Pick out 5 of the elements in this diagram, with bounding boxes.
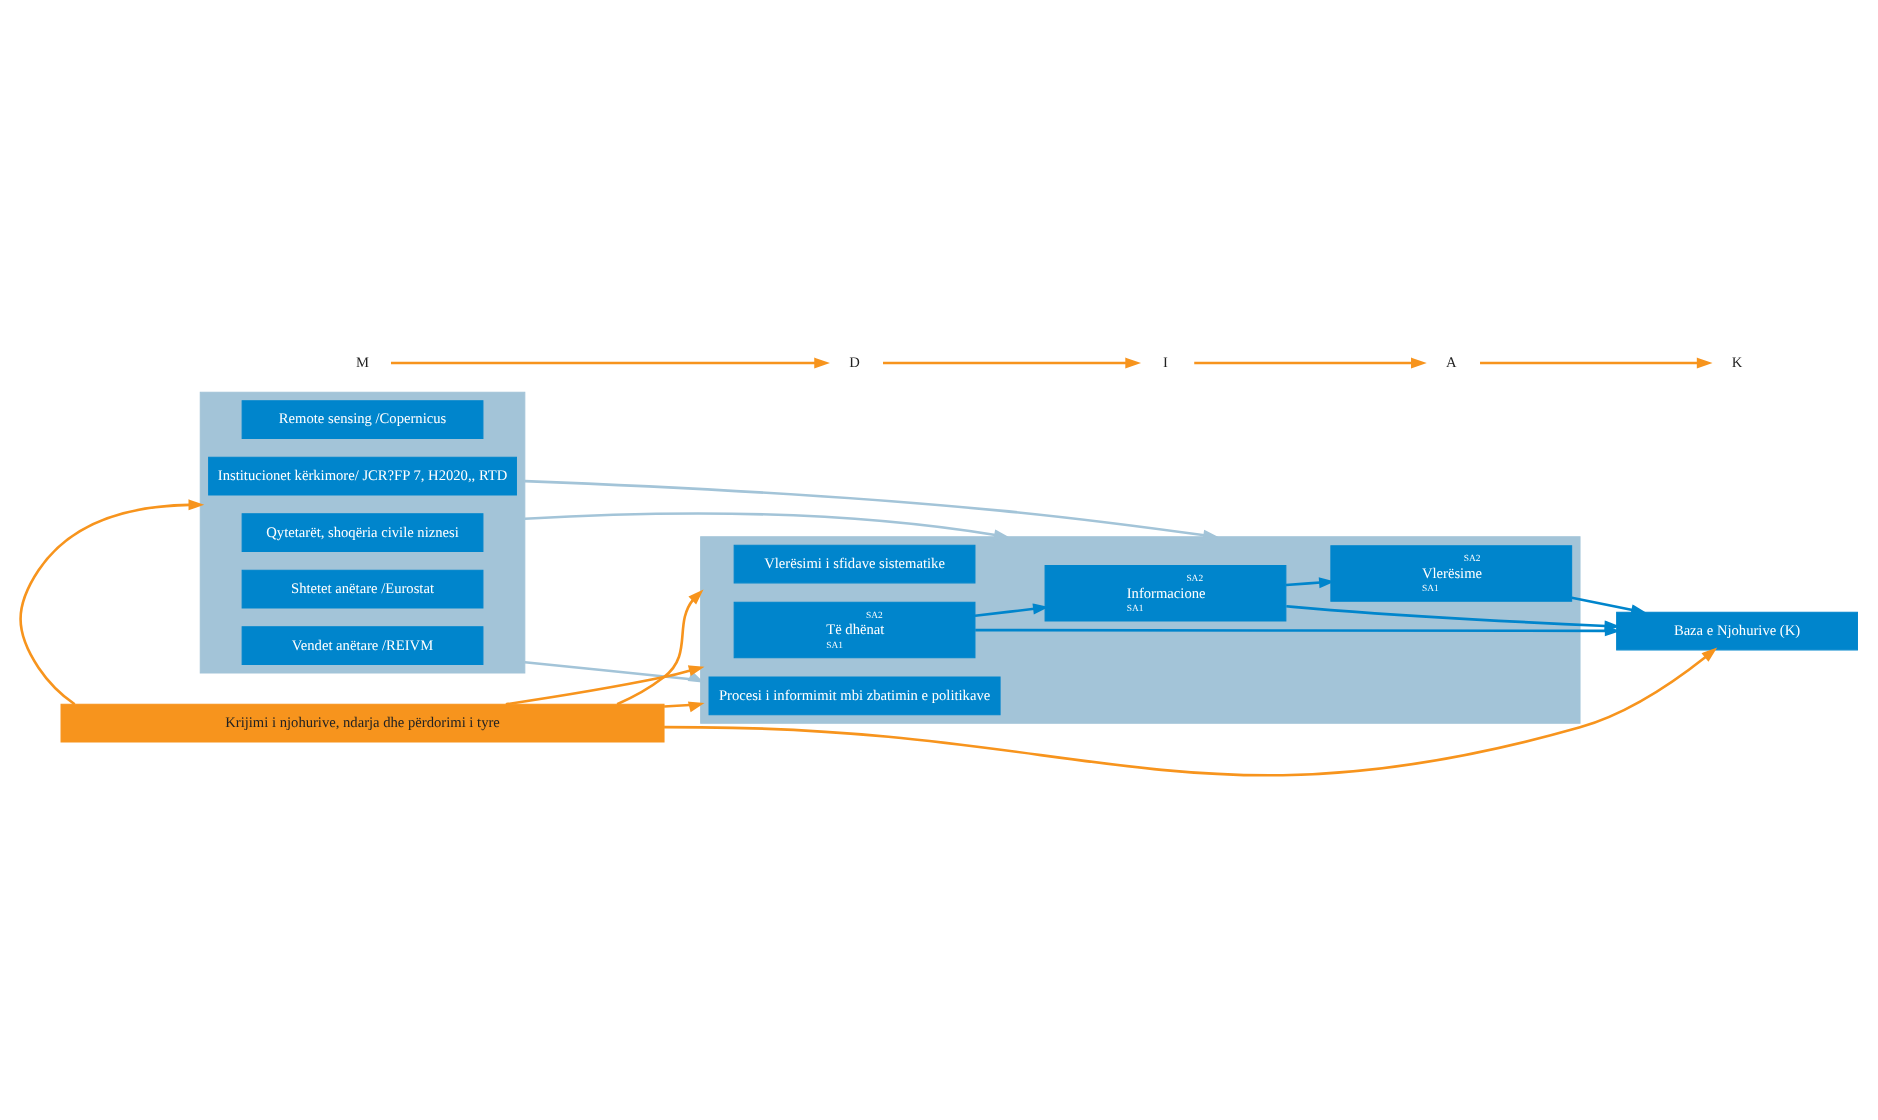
node-text: D — [849, 352, 860, 371]
node-text: K — [1731, 352, 1743, 371]
node-text: M — [356, 352, 370, 371]
node-text: I — [1163, 352, 1168, 371]
node-text: A — [1445, 352, 1457, 371]
